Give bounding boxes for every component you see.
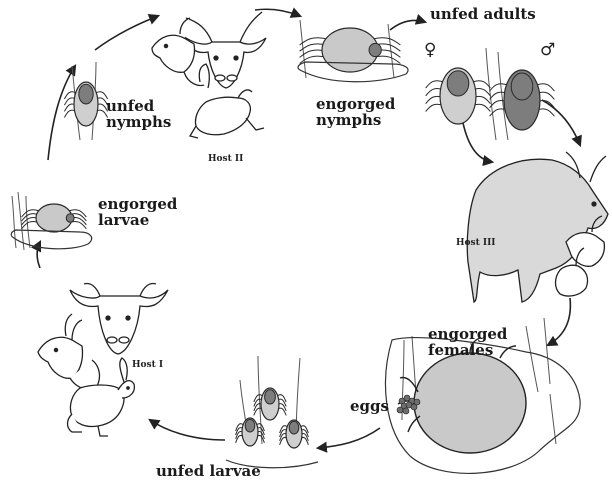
label-engorged-nymphs: engorged nymphs bbox=[316, 96, 395, 128]
arrow-engorged-nymphs-to-adults bbox=[390, 20, 425, 30]
label-line: engorged bbox=[98, 196, 177, 212]
arrow-host1-to-engorged-larvae bbox=[37, 242, 40, 268]
label-eggs: eggs bbox=[350, 398, 389, 414]
female-symbol-icon: ♀ bbox=[424, 40, 436, 60]
label-line: nymphs bbox=[106, 114, 171, 130]
label-unfed-nymphs: unfed nymphs bbox=[106, 98, 171, 130]
label-engorged-females: engorged females bbox=[428, 326, 507, 358]
goat-head-icon bbox=[38, 314, 99, 390]
arrow-nymphs-to-host2 bbox=[95, 16, 158, 50]
label-line: nymphs bbox=[316, 112, 395, 128]
arrow-larvae-to-host1 bbox=[150, 420, 225, 440]
male-symbol-icon: ♂ bbox=[540, 40, 555, 60]
engorged-nymph-tick bbox=[300, 28, 401, 72]
arrow-host3-to-engorged-female bbox=[548, 298, 570, 345]
adult-female-tick bbox=[426, 68, 491, 124]
unfed-larva-tick bbox=[280, 420, 309, 448]
engorged-larva-tick bbox=[22, 204, 87, 232]
adult-male-tick bbox=[490, 70, 555, 130]
unfed-nymph-tick bbox=[64, 82, 107, 126]
label-line: engorged bbox=[428, 326, 507, 342]
label-line: females bbox=[428, 342, 507, 358]
arrow-eggs-to-unfed-larvae bbox=[318, 428, 380, 448]
label-host-3: Host III bbox=[456, 238, 496, 248]
label-host-2: Host II bbox=[208, 154, 243, 164]
cow-head-icon bbox=[70, 284, 168, 355]
label-line: engorged bbox=[316, 96, 395, 112]
label-unfed-larvae: unfed larvae bbox=[156, 463, 261, 479]
host-3-animals bbox=[467, 152, 608, 302]
arrow-larvae-to-unfed-nymphs bbox=[48, 66, 75, 160]
label-line: unfed bbox=[106, 98, 171, 114]
arrow-adult-female-to-host3 bbox=[462, 118, 492, 162]
arrow-adult-male-to-host3 bbox=[542, 100, 580, 145]
unfed-larva-tick bbox=[236, 418, 265, 446]
cow-head-icon bbox=[186, 12, 266, 88]
label-engorged-larvae: engorged larvae bbox=[98, 196, 177, 228]
label-unfed-adults: unfed adults bbox=[430, 6, 536, 22]
label-host-1: Host I bbox=[132, 360, 163, 370]
label-line: larvae bbox=[98, 212, 177, 228]
